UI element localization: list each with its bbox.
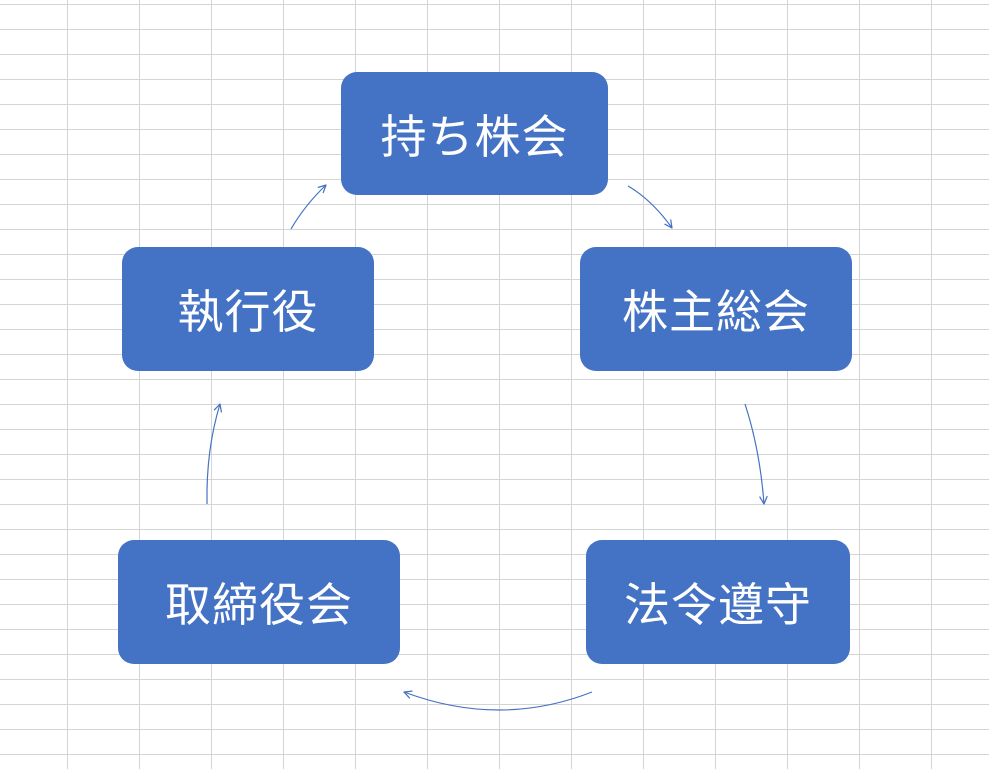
- node-executive-officers: 執行役: [122, 247, 374, 371]
- arrow-bottom-right-to-bottom-left: [403, 690, 593, 711]
- arrow-right-to-bottom-right: [744, 403, 768, 505]
- arrow-bottom-left-to-left: [206, 403, 222, 505]
- node-label: 法令遵守: [624, 578, 812, 632]
- node-board-of-directors: 取締役会: [118, 540, 400, 664]
- node-label: 執行役: [177, 285, 319, 339]
- arrow-top-to-right: [627, 185, 673, 229]
- node-shareholders-meeting: 株主総会: [580, 247, 852, 371]
- node-label: 持ち株会: [380, 109, 569, 164]
- node-label: 取締役会: [165, 578, 353, 632]
- node-holding-association: 持ち株会: [341, 72, 608, 195]
- node-compliance: 法令遵守: [586, 540, 850, 664]
- node-label: 株主総会: [622, 285, 810, 339]
- arrow-left-to-top: [290, 184, 327, 230]
